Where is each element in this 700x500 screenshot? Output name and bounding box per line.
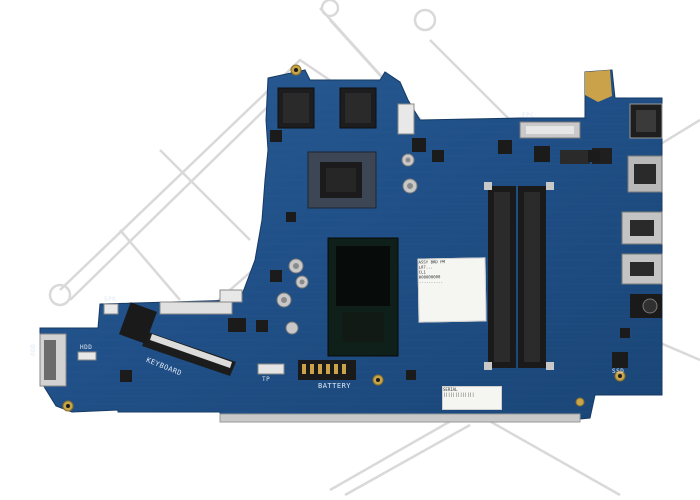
serial-sticker-line-1: SERIAL bbox=[443, 387, 458, 392]
silk-tp: TP bbox=[262, 376, 271, 383]
serial-sticker-line-2: ||||||||||||| bbox=[443, 392, 475, 397]
silk-battery: BATTERY bbox=[318, 382, 352, 390]
silk-ssd: SSD bbox=[612, 368, 625, 375]
main-board-sticker: ASSY BRD PM L87... CL1 000000000 -------… bbox=[417, 257, 487, 323]
silk-spk: SPK bbox=[104, 296, 117, 303]
serial-sticker: SERIAL ||||||||||||| bbox=[442, 386, 502, 410]
silk-fpc: FPC bbox=[522, 112, 535, 119]
silk-hdd: HDD bbox=[80, 344, 93, 351]
sticker-line-5: ---------- bbox=[418, 279, 443, 285]
silk-odd: ODD bbox=[30, 343, 37, 356]
